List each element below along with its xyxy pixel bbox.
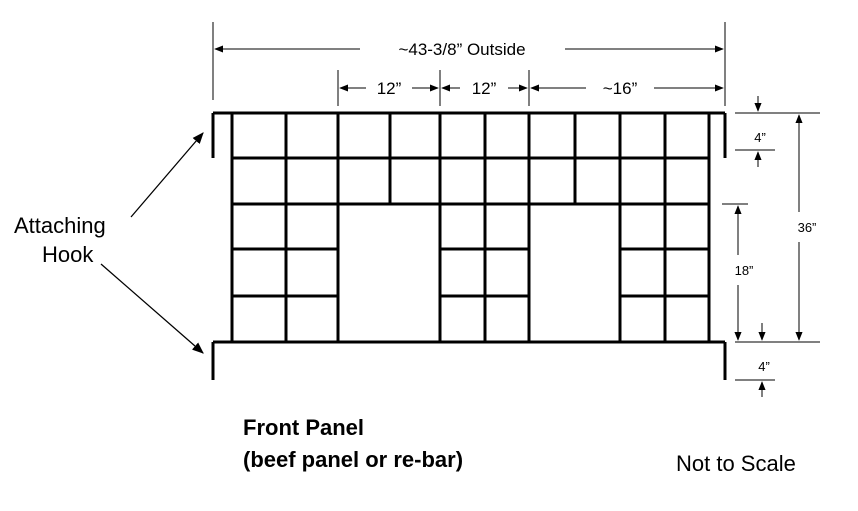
attaching-hooks [211,113,727,380]
segment-2-label: 12” [472,79,497,98]
hook-callout-arrows [100,132,204,354]
hook-label-line2: Hook [42,242,94,267]
top-strip-label: 4” [754,130,766,145]
hook-label-line1: Attaching [14,213,106,238]
scale-note: Not to Scale [676,451,796,476]
segment-3-label: ~16” [603,79,638,98]
dim-outside-width [212,22,726,100]
caption-title: Front Panel [243,415,364,440]
dim-right-side [722,96,820,397]
dim-segments [337,70,726,106]
total-height-label: 36” [798,220,817,235]
caption-subtitle: (beef panel or re-bar) [243,447,463,472]
segment-1-label: 12” [377,79,402,98]
rebar-grid [213,111,725,344]
outside-width-label: ~43-3/8” Outside [398,40,525,59]
opening-height-label: 18” [735,263,754,278]
bottom-hook-label: 4” [758,359,770,374]
